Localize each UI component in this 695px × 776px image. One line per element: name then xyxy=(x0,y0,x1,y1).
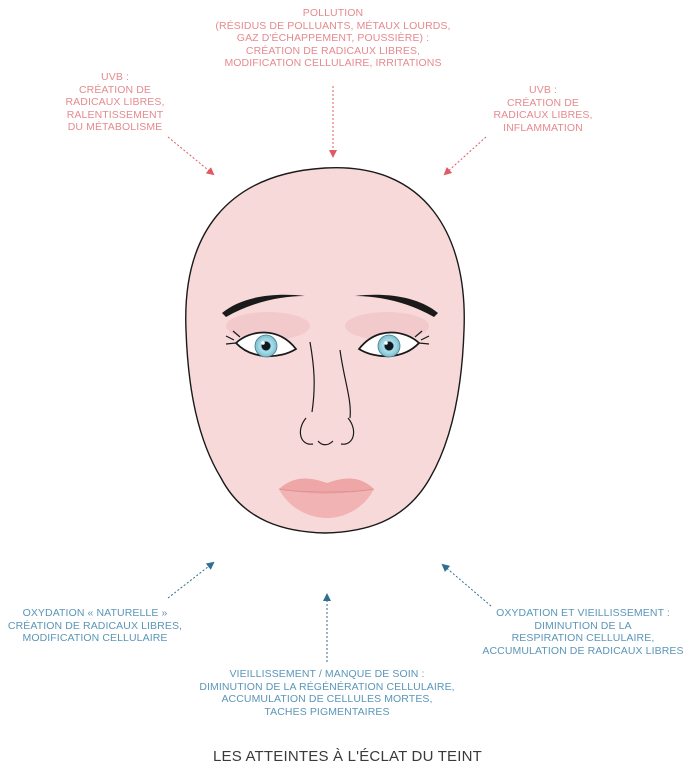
label-line: (RÉSIDUS DE POLLUANTS, MÉTAUX LOURDS, xyxy=(198,20,468,33)
label-line: TACHES PIGMENTAIRES xyxy=(192,706,462,719)
label-uvb-right: UVB : CRÉATION DE RADICAUX LIBRES, INFLA… xyxy=(478,84,608,134)
label-line: CRÉATION DE xyxy=(478,97,608,110)
label-line: CRÉATION DE RADICAUX LIBRES, xyxy=(198,45,468,58)
arrow-bottom-left xyxy=(168,563,213,598)
label-line: POLLUTION xyxy=(198,7,468,20)
label-pollution: POLLUTION (RÉSIDUS DE POLLUANTS, MÉTAUX … xyxy=(198,7,468,70)
label-line: RALENTISSEMENT xyxy=(50,109,180,122)
label-line: CRÉATION DE xyxy=(50,84,180,97)
label-line: CRÉATION DE RADICAUX LIBRES, xyxy=(5,620,185,633)
label-line: OXYDATION « NATURELLE » xyxy=(5,607,185,620)
label-vieillissement-manque-de-soin: VIEILLISSEMENT / MANQUE DE SOIN : DIMINU… xyxy=(192,668,462,718)
label-line: RESPIRATION CELLULAIRE, xyxy=(478,632,688,645)
label-line: RADICAUX LIBRES, xyxy=(478,109,608,122)
arrow-top-right xyxy=(445,137,486,174)
face-outline xyxy=(186,168,465,533)
label-line: GAZ D'ÉCHAPPEMENT, POUSSIÈRE) : xyxy=(198,32,468,45)
label-line: OXYDATION ET VIEILLISSEMENT : xyxy=(478,607,688,620)
label-line: INFLAMMATION xyxy=(478,122,608,135)
label-line: UVB : xyxy=(478,84,608,97)
diagram-title: LES ATTEINTES À L'ÉCLAT DU TEINT xyxy=(0,748,695,765)
arrow-top-left xyxy=(168,137,213,174)
label-line: ACCUMULATION DE RADICAUX LIBRES xyxy=(478,645,688,658)
label-line: MODIFICATION CELLULAIRE xyxy=(5,632,185,645)
label-line: MODIFICATION CELLULAIRE, IRRITATIONS xyxy=(198,57,468,70)
label-line: DIMINUTION DE LA RÉGÉNÉRATION CELLULAIRE… xyxy=(192,681,462,694)
label-line: RADICAUX LIBRES, xyxy=(50,96,180,109)
label-oxydation-vieillissement: OXYDATION ET VIEILLISSEMENT : DIMINUTION… xyxy=(478,607,688,657)
label-line: UVB : xyxy=(50,71,180,84)
label-oxydation-naturelle: OXYDATION « NATURELLE » CRÉATION DE RADI… xyxy=(5,607,185,645)
label-line: DU MÉTABOLISME xyxy=(50,121,180,134)
arrow-bottom-right xyxy=(443,565,491,606)
label-uvb-left: UVB : CRÉATION DE RADICAUX LIBRES, RALEN… xyxy=(50,71,180,134)
label-line: DIMINUTION DE LA xyxy=(478,620,688,633)
label-line: VIEILLISSEMENT / MANQUE DE SOIN : xyxy=(192,668,462,681)
label-line: ACCUMULATION DE CELLULES MORTES, xyxy=(192,693,462,706)
